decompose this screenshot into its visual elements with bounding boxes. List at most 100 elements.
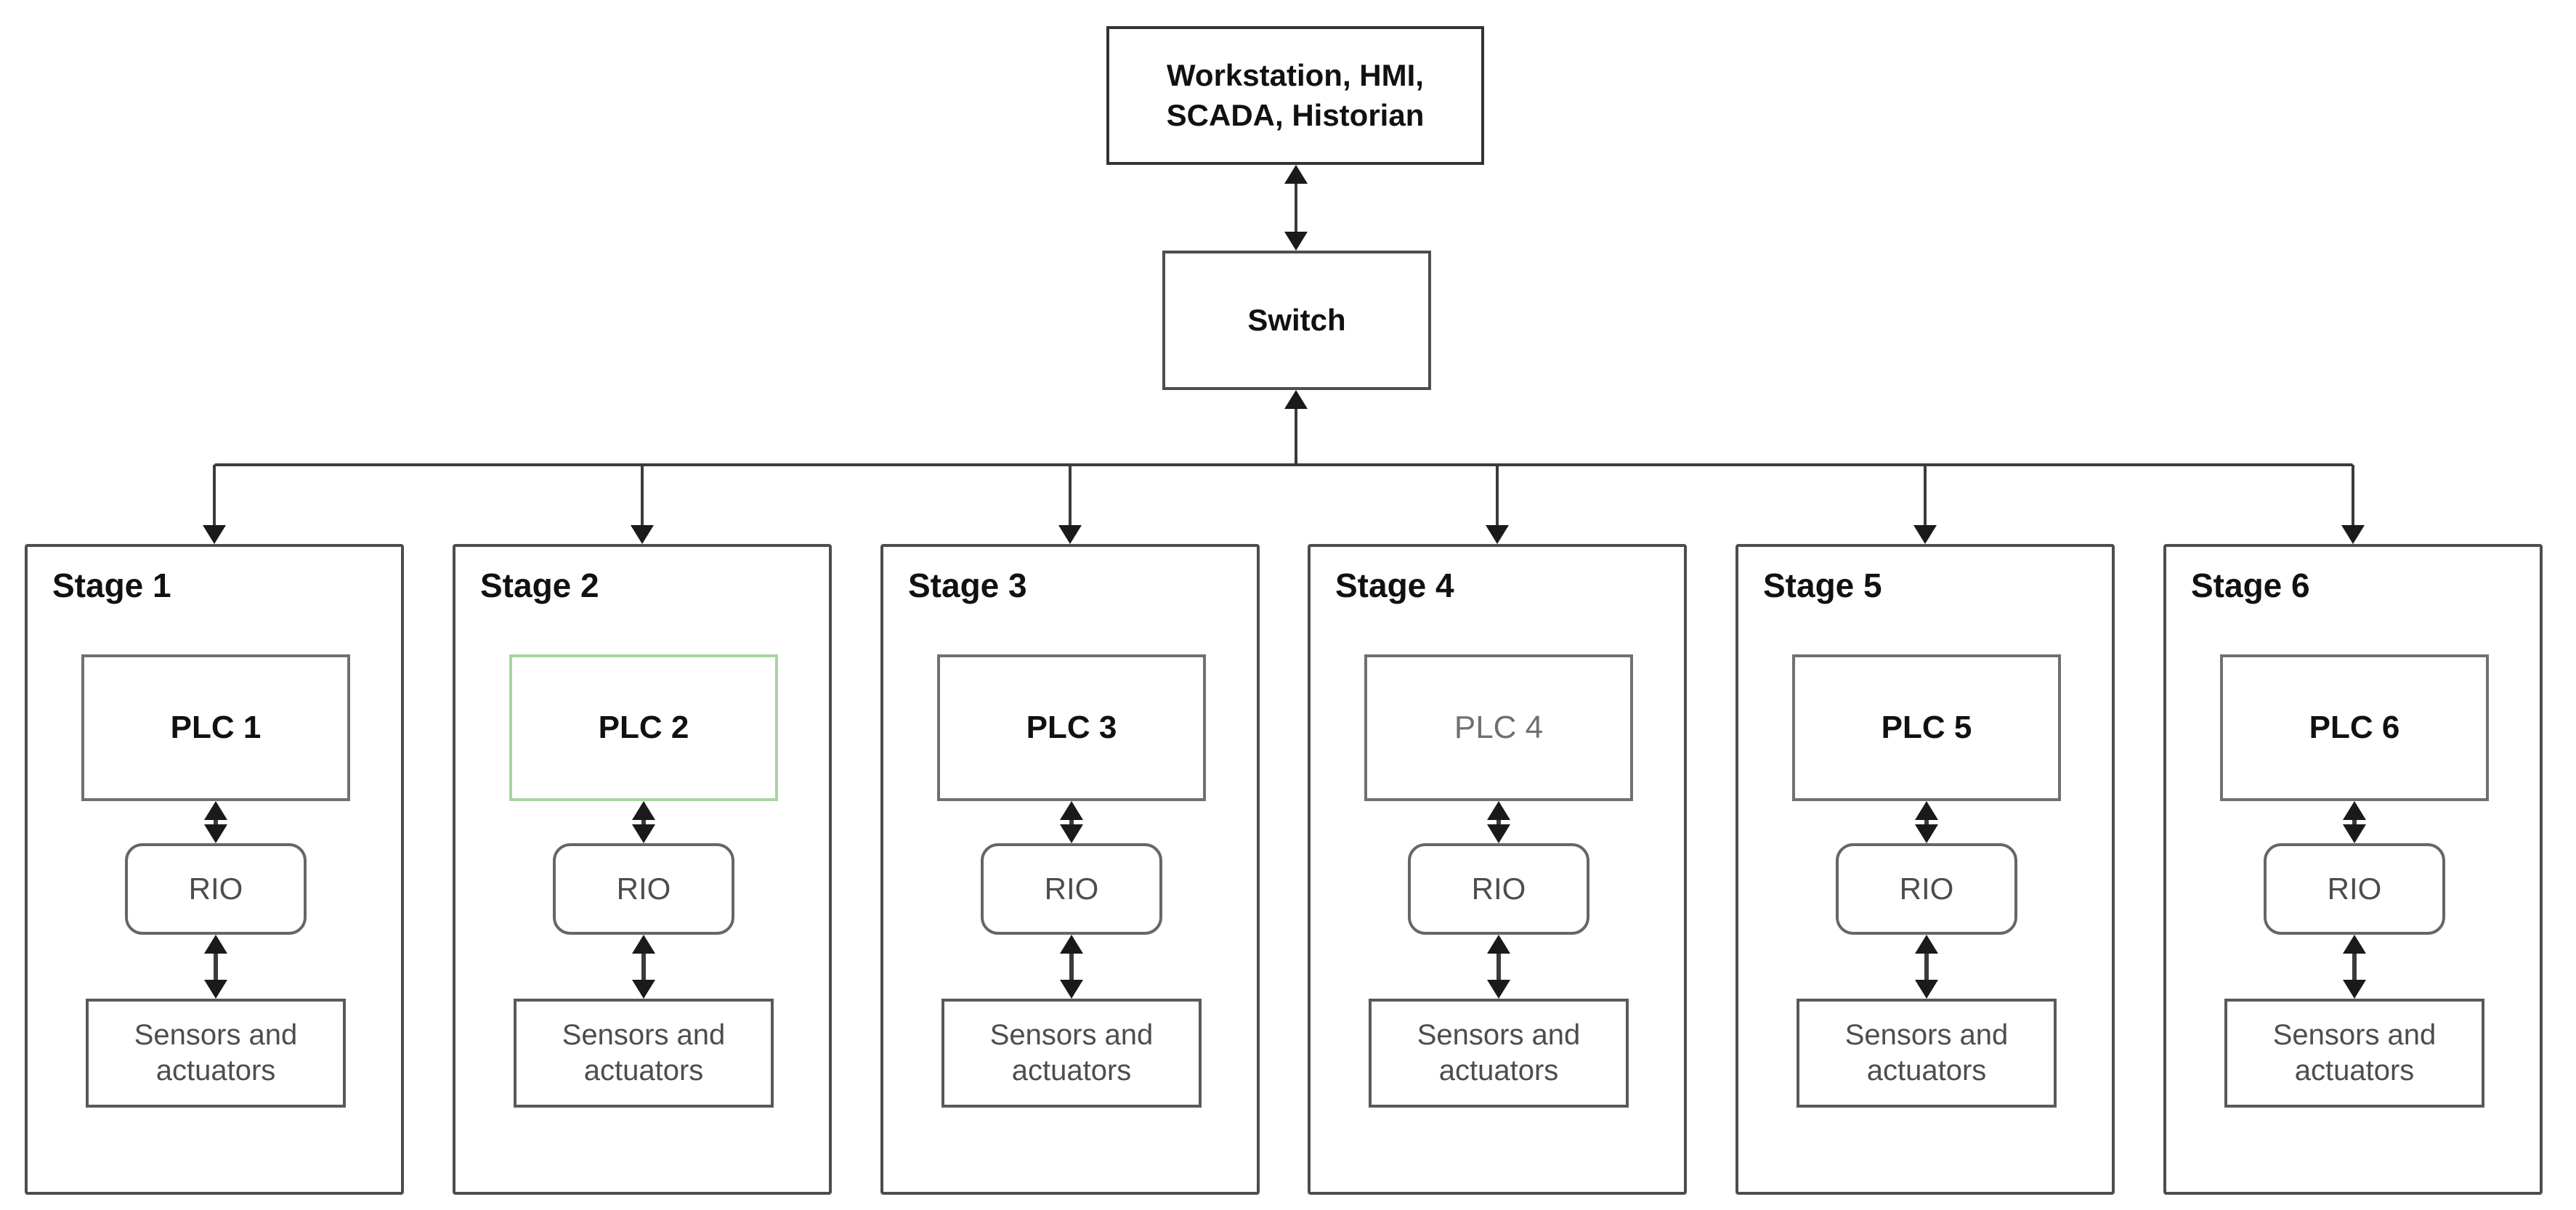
arrowhead-down-icon [203,525,226,544]
rio-box: RIO [125,843,307,935]
connector-rio-sensors [1058,935,1085,999]
connector-line [1496,954,1501,980]
connector-plc-rio [1486,801,1512,843]
connector-workstation-switch [1283,165,1309,251]
arrowhead-down-icon [204,980,227,999]
stage-2-container: Stage 2 PLC 2 RIO Sensors and actuators [453,544,832,1195]
sensors-actuators-box: Sensors and actuators [1797,999,2057,1108]
plc-label: PLC 2 [598,710,689,745]
arrowhead-down-icon [1915,980,1938,999]
arrowhead-up-icon [1487,801,1510,820]
arrowhead-up-icon [1915,935,1938,954]
switch-box: Switch [1162,251,1431,390]
arrowhead-down-icon [2341,525,2365,544]
connector-line [641,820,646,824]
sensors-actuators-box: Sensors and actuators [2224,999,2484,1108]
connector-line [1924,465,1927,525]
connector-rio-sensors [1913,935,1940,999]
stage-label: Stage 5 [1763,567,1882,604]
sensors-actuators-label: Sensors and actuators [1844,1019,2009,1087]
connector-line [641,465,644,525]
stage-6-container: Stage 6 PLC 6 RIO Sensors and actuators [2163,544,2543,1195]
rio-box: RIO [1836,843,2017,935]
arrowhead-down-icon [1284,232,1308,251]
plc-4-box: PLC 4 [1364,654,1633,801]
plc-2-box: PLC 2 [509,654,778,801]
connector-line [1924,820,1929,824]
switch-label: Switch [1247,303,1346,337]
connector-line [1069,465,1072,525]
connector-bus-to-stage-2 [629,465,655,544]
connector-bus-to-stage-6 [2340,465,2366,544]
arrowhead-up-icon [1060,935,1083,954]
rio-label: RIO [1044,872,1099,906]
arrowhead-down-icon [1487,824,1510,843]
plc-label: PLC 6 [2309,710,2400,745]
connector-plc-rio [2341,801,2368,843]
connector-line [214,954,218,980]
workstation-label-line1: Workstation, HMI, [1167,57,1424,92]
plc-label: PLC 5 [1881,710,1972,745]
sensors-actuators-box: Sensors and actuators [941,999,1202,1108]
arrowhead-down-icon [631,525,654,544]
workstation-box: Workstation, HMI, SCADA, Historian [1106,26,1484,165]
arrowhead-down-icon [632,824,655,843]
plc-6-box: PLC 6 [2220,654,2489,801]
rio-box: RIO [1408,843,1589,935]
arrowhead-up-icon [2343,801,2366,820]
connector-line [1496,465,1499,525]
arrowhead-down-icon [204,824,227,843]
stage-5-container: Stage 5 PLC 5 RIO Sensors and actuators [1735,544,2115,1195]
plc-label: PLC 4 [1454,710,1544,745]
connector-rio-sensors [2341,935,2368,999]
arrowhead-down-icon [1913,525,1937,544]
arrowhead-up-icon [632,801,655,820]
connector-line [1295,184,1297,232]
plc-1-box: PLC 1 [81,654,350,801]
sensors-actuators-box: Sensors and actuators [1369,999,1629,1108]
sensors-actuators-box: Sensors and actuators [514,999,774,1108]
arrowhead-up-icon [204,801,227,820]
arrowhead-down-icon [1915,824,1938,843]
workstation-label: Workstation, HMI, SCADA, Historian [1167,56,1425,135]
sensors-actuators-label: Sensors and actuators [562,1019,726,1087]
connector-bus-to-switch [1283,390,1309,466]
rio-label: RIO [1899,872,1954,906]
stage-1-container: Stage 1 PLC 1 RIO Sensors and actuators [25,544,404,1195]
stage-label: Stage 1 [52,567,171,604]
plc-label: PLC 1 [170,710,262,745]
arrowhead-up-icon [1284,390,1308,409]
connector-bus-to-stage-4 [1484,465,1510,544]
stage-3-container: Stage 3 PLC 3 RIO Sensors and actuators [880,544,1260,1195]
arrowhead-up-icon [632,935,655,954]
connector-plc-rio [1913,801,1940,843]
arrowhead-up-icon [1915,801,1938,820]
sensors-actuators-box: Sensors and actuators [86,999,346,1108]
connector-plc-rio [1058,801,1085,843]
stage-label: Stage 3 [908,567,1027,604]
plc-5-box: PLC 5 [1792,654,2061,801]
connector-line [2352,820,2357,824]
arrowhead-down-icon [632,980,655,999]
connector-bus-to-stage-3 [1057,465,1083,544]
arrowhead-down-icon [1060,980,1083,999]
plc-3-box: PLC 3 [937,654,1206,801]
sensors-actuators-label: Sensors and actuators [989,1019,1154,1087]
arrowhead-down-icon [1486,525,1509,544]
arrowhead-down-icon [1058,525,1082,544]
connector-line [2352,465,2354,525]
connector-line [213,465,216,525]
connector-bus-to-stage-1 [201,465,227,544]
connector-plc-rio [203,801,229,843]
sensors-actuators-label: Sensors and actuators [2272,1019,2437,1087]
arrowhead-up-icon [204,935,227,954]
connector-line [214,820,218,824]
rio-label: RIO [1471,872,1526,906]
stage-4-container: Stage 4 PLC 4 RIO Sensors and actuators [1308,544,1687,1195]
arrowhead-down-icon [2343,980,2366,999]
arrowhead-up-icon [1487,935,1510,954]
stage-label: Stage 6 [2191,567,2310,604]
connector-line [2352,954,2357,980]
stage-label: Stage 2 [480,567,599,604]
connector-plc-rio [631,801,657,843]
